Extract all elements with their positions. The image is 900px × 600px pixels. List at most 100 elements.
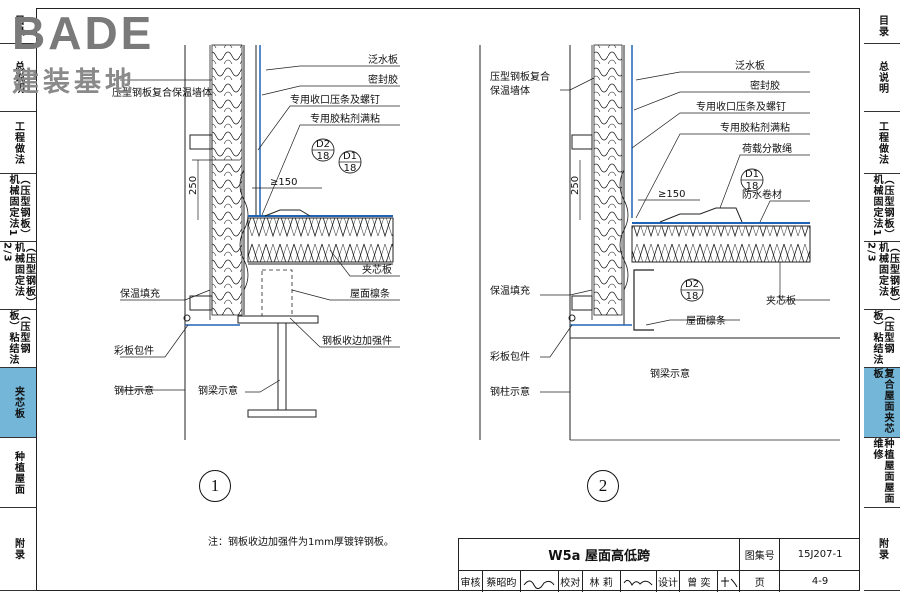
index-d1-1: D1 xyxy=(343,151,357,162)
right-nav: 目录总说明工程做法 （压型钢板）机械固定法1（压型钢板）机械固定法2/3（压型钢板… xyxy=(864,8,900,591)
nav-tab[interactable]: 总说明 xyxy=(0,44,36,112)
label-cladding-2: 彩板包件 xyxy=(490,350,530,363)
index-d1-sheet-1: 18 xyxy=(344,163,357,174)
drawing-frame xyxy=(36,8,860,591)
nav-tab-label: （压型钢板）机械固定法2/3 xyxy=(865,242,899,308)
dim-250-2: 250 xyxy=(570,176,581,195)
nav-tab[interactable]: 夹芯板 xyxy=(0,368,36,438)
nav-tab[interactable]: 附录 xyxy=(0,508,36,591)
nav-tab-label: 种植屋面屋面维修 xyxy=(871,438,893,504)
label-column-1: 钢柱示意 xyxy=(114,384,154,397)
label-beam-2: 钢梁示意 xyxy=(650,367,690,380)
label-insulation-1: 保温填充 xyxy=(120,287,160,300)
checker-signature xyxy=(621,571,657,592)
label-membrane-2: 防水卷材 xyxy=(742,188,782,201)
nav-tab[interactable]: （压型钢板）机械固定法2/3 xyxy=(864,242,900,310)
detail-1: 250 ≥150 D2 18 D1 xyxy=(112,44,400,440)
sandwich-panel-1 xyxy=(247,217,394,263)
nav-tab-label: 附录 xyxy=(876,538,888,560)
nav-tab-label: 总说明 xyxy=(876,61,888,94)
nav-tab[interactable]: （压型钢板）机械固定法2/3 xyxy=(0,242,36,310)
nav-tab-label: 目录 xyxy=(876,14,888,37)
nav-tab[interactable]: （压型钢板）粘结法 xyxy=(864,310,900,368)
drawing-title: W5a 屋面高低跨 xyxy=(459,539,741,570)
logo-sub: 建装基地 xyxy=(12,67,136,98)
label-beam-1: 钢梁示意 xyxy=(198,384,238,397)
nav-tab-label: （压型钢板）机械固定法2/3 xyxy=(1,242,35,308)
label-purlin-2: 屋面檩条 xyxy=(686,314,726,327)
nav-tab-label: 种植屋面 xyxy=(12,450,24,495)
label-sealant-1: 密封胶 xyxy=(368,73,398,86)
label-insulation-2: 保温填充 xyxy=(490,284,530,297)
index-d1-sheet-2: 18 xyxy=(746,181,759,192)
nav-tab[interactable]: 复合屋面夹芯板 xyxy=(864,368,900,438)
nav-tab-label: （压型钢板）机械固定法1 xyxy=(7,174,29,240)
page-label: 页 xyxy=(740,571,781,592)
label-column-2: 钢柱示意 xyxy=(490,385,530,398)
label-wall-1: 压型钢板复合保温墙体 xyxy=(112,86,212,99)
dim-250-1: 250 xyxy=(188,176,199,195)
nav-tab[interactable]: 总说明 xyxy=(864,44,900,112)
title-block: W5a 屋面高低跨 图集号 15J207-1 审核 蔡昭昀 校对 林 莉 设计 … xyxy=(458,538,860,592)
nav-tab[interactable]: 附录 xyxy=(864,508,900,591)
nav-tab[interactable]: 种植屋面 xyxy=(0,438,36,508)
label-sealant-2: 密封胶 xyxy=(750,79,780,92)
nav-tab-label: 目录 xyxy=(12,14,24,37)
label-strip-2: 专用收口压条及螺钉 xyxy=(696,100,786,113)
dim-150-1: ≥150 xyxy=(270,177,297,188)
label-cladding-1: 彩板包件 xyxy=(114,344,154,357)
note: 注：钢板收边加强件为1mm厚镀锌钢板。 xyxy=(208,537,394,548)
dim-150-2: ≥150 xyxy=(658,189,685,200)
detail-number-2: 2 xyxy=(587,470,619,502)
left-nav: 目录总说明工程做法 （压型钢板）机械固定法1（压型钢板）机械固定法2/3（压型钢板… xyxy=(0,8,36,591)
page-number: 4-9 xyxy=(811,576,829,587)
label-sandwich-2: 夹芯板 xyxy=(766,294,796,307)
nav-tab-label: （压型钢板）机械固定法1 xyxy=(871,174,893,240)
check-label: 校对 xyxy=(559,571,583,592)
nav-tab[interactable]: 目录 xyxy=(0,8,36,44)
label-purlin-1: 屋面檩条 xyxy=(350,287,390,300)
nav-tab-label: 总说明 xyxy=(12,61,24,94)
nav-tab-label: 工程做法 xyxy=(876,120,888,165)
nav-tab[interactable]: （压型钢板）机械固定法1 xyxy=(0,174,36,242)
wall-insulation xyxy=(211,44,243,316)
detail-number-1: 1 xyxy=(199,470,231,502)
nav-tab[interactable]: 目录 xyxy=(864,8,900,44)
label-strip-1: 专用收口压条及螺钉 xyxy=(290,93,380,106)
label-flashing-1: 泛水板 xyxy=(368,53,398,66)
index-d2-sheet-1: 18 xyxy=(317,151,330,162)
nav-tab[interactable]: 种植屋面屋面维修 xyxy=(864,438,900,508)
atlas-number: 15J207-1 xyxy=(797,549,843,560)
label-wall-2: 压型钢板复合 保温墙体 xyxy=(490,70,553,97)
nav-tab-label: （压型钢板）粘结法 xyxy=(7,310,29,365)
label-adhesive-2: 专用胶粘剂满粘 xyxy=(720,121,790,134)
label-adhesive-1: 专用胶粘剂满粘 xyxy=(310,112,380,125)
wall-insulation-2 xyxy=(593,44,623,316)
checker: 林 莉 xyxy=(583,571,621,592)
nav-tab-label: 工程做法 xyxy=(12,120,24,165)
label-rope-2: 荷载分散绳 xyxy=(742,142,792,155)
nav-tab-label: 附录 xyxy=(12,538,24,560)
index-d2-sheet-2: 18 xyxy=(686,291,699,302)
designer: 曾 奕 xyxy=(680,571,719,592)
nav-tab[interactable]: （压型钢板）机械固定法1 xyxy=(864,174,900,242)
index-d2-1: D2 xyxy=(316,139,330,150)
detail-2: 250 ≥150 D1 18 D2 18 xyxy=(479,44,840,441)
nav-tab-label: 复合屋面夹芯板 xyxy=(871,368,893,434)
nav-tab-label: 夹芯板 xyxy=(12,386,24,419)
reviewer-signature xyxy=(521,571,559,592)
atlas-label: 图集号 xyxy=(740,539,781,570)
label-reinforce-1: 钢板收边加强件 xyxy=(322,334,392,347)
nav-tab[interactable]: 工程做法 xyxy=(864,112,900,174)
designer-signature xyxy=(718,571,741,592)
reviewer: 蔡昭昀 xyxy=(483,571,521,592)
index-d1-2: D1 xyxy=(745,169,759,180)
nav-tab-label: （压型钢板）粘结法 xyxy=(871,310,893,365)
label-sandwich-1: 夹芯板 xyxy=(362,263,392,276)
nav-tab[interactable]: 工程做法 xyxy=(0,112,36,174)
label-flashing-2: 泛水板 xyxy=(735,59,765,72)
review-label: 审核 xyxy=(459,571,483,592)
nav-tab[interactable]: （压型钢板）粘结法 xyxy=(0,310,36,368)
